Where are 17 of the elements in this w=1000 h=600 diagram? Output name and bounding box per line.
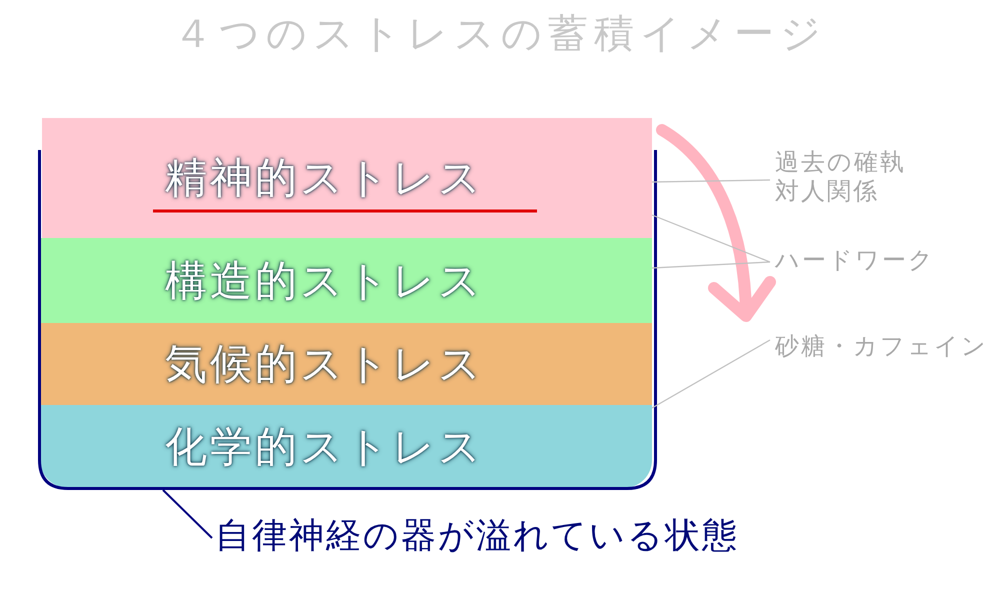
cause-label: 砂糖・カフェイン bbox=[775, 332, 997, 361]
leader-line bbox=[652, 339, 770, 409]
stress-label: 精神的ストレス bbox=[165, 152, 484, 204]
stress-label: 気候的ストレス bbox=[165, 338, 484, 390]
leader-line bbox=[162, 489, 213, 539]
cause-label: ハードワーク bbox=[775, 246, 985, 275]
cause-label: 過去の確執対人関係 bbox=[775, 148, 909, 206]
vessel-label: 自律神経の器が溢れている状態 bbox=[215, 512, 815, 559]
stress-band bbox=[40, 405, 652, 488]
stress-label: 化学的ストレス bbox=[165, 420, 484, 472]
leader-line bbox=[652, 214, 770, 263]
stress-band bbox=[40, 238, 652, 323]
stress-band bbox=[40, 323, 652, 405]
leader-line bbox=[652, 261, 770, 269]
stress-label: 構造的ストレス bbox=[165, 254, 484, 306]
leader-line bbox=[652, 179, 770, 183]
stress-band bbox=[42, 118, 652, 238]
